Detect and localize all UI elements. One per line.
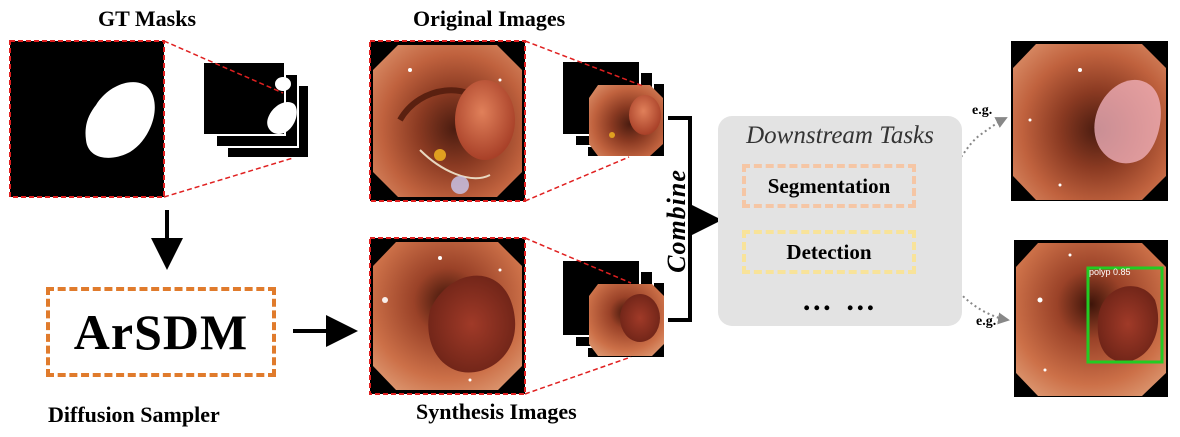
gt-mask-main [10, 41, 164, 197]
diffusion-sampler-box: ArSDM [46, 287, 276, 377]
detection-output-image [1014, 240, 1168, 397]
gt-masks-label: GT Masks [98, 6, 197, 31]
sampler-name: ArSDM [73, 304, 249, 360]
synthesis-images-label: Synthesis Images [416, 399, 577, 424]
more-tasks-ellipsis: … … [801, 284, 879, 317]
eg-label-detection: e.g. [976, 314, 997, 329]
diffusion-sampler-label: Diffusion Sampler [48, 402, 220, 427]
original-image-main [370, 41, 525, 201]
original-callout-line-bottom [524, 156, 630, 202]
task-detection: Detection [742, 230, 916, 274]
gt-mask-stack [202, 61, 310, 159]
original-callout-line-top [524, 40, 644, 87]
detection-bounding-box [1086, 266, 1164, 364]
task-detection-label: Detection [786, 239, 872, 264]
gt-callout-line-top [163, 40, 284, 94]
downstream-tasks-title: Downstream Tasks [746, 122, 934, 149]
downstream-tasks-panel: Downstream Tasks Segmentation Detection … [718, 116, 962, 326]
segmentation-output-image [1011, 41, 1168, 201]
original-image-stack [561, 60, 666, 158]
detection-box-label: polyp 0.85 [1089, 267, 1131, 277]
combine-label: Combine [662, 169, 692, 273]
synthesis-callout-frame [369, 237, 526, 395]
synthesis-image-main [370, 238, 525, 394]
task-segmentation-label: Segmentation [767, 173, 891, 198]
original-images-label: Original Images [413, 6, 566, 31]
gt-mask-callout-frame [9, 40, 165, 198]
combine-label-box: Combine [647, 169, 707, 273]
synthesis-callout-line-top [524, 237, 632, 284]
gt-callout-line-bottom [163, 157, 294, 198]
synthesis-callout-line-bottom [524, 356, 632, 395]
synthesis-image-stack [561, 259, 666, 359]
eg-label-segmentation: e.g. [972, 103, 993, 118]
task-segmentation: Segmentation [742, 164, 916, 208]
original-callout-frame [369, 40, 526, 202]
